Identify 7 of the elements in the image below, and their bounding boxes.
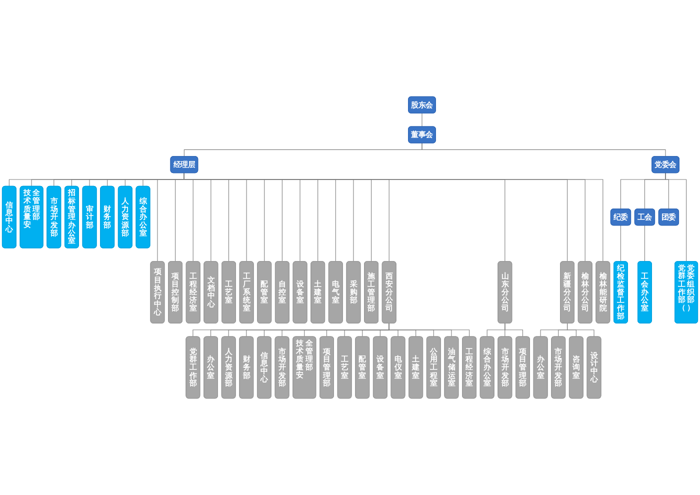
connector [567, 322, 594, 337]
connector [665, 172, 687, 262]
connector [422, 142, 666, 157]
connector [644, 225, 645, 262]
connector [388, 322, 470, 337]
connector [620, 225, 621, 262]
connector [504, 322, 523, 337]
